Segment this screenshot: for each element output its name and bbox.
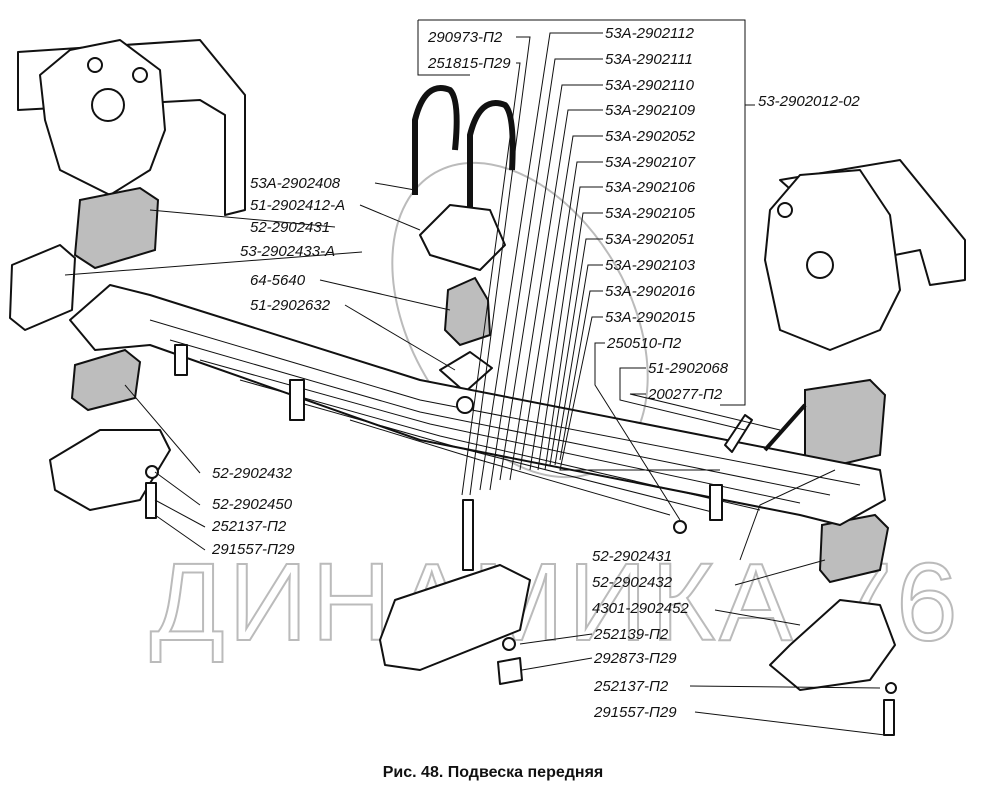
part-label: 53А-2902109: [605, 102, 696, 119]
part-label: 291557-П29: [593, 704, 677, 721]
part-label: 52-2902431: [592, 548, 672, 565]
bolt: [145, 482, 157, 519]
part-label: 252139-П2: [593, 626, 669, 643]
rubber-cushion: [818, 513, 890, 584]
rubber-cushion: [804, 378, 887, 470]
washer: [502, 637, 516, 651]
rubber-cushion: [70, 348, 142, 412]
part-label: 52-2902431: [250, 219, 330, 236]
part-label: 53А-2902408: [250, 175, 341, 192]
bolt: [883, 699, 895, 736]
rear-bracket-right: [764, 159, 966, 351]
part-label: 51-2902632: [250, 297, 331, 314]
washer: [145, 465, 159, 479]
part-label: 53А-2902051: [605, 231, 695, 248]
part-label: 51-2902068: [648, 360, 729, 377]
leader-lines: [64, 32, 886, 736]
part-label: 291557-П29: [211, 541, 295, 558]
figure-caption: Рис. 48. Подвеска передняя: [383, 764, 604, 781]
part-label: 53А-2902016: [605, 283, 696, 300]
stud-bolt: [462, 499, 474, 571]
part-label: 53-2902012-02: [758, 93, 860, 110]
bolt: [763, 403, 807, 452]
part-label: 53А-2902015: [605, 309, 696, 326]
nut: [456, 396, 474, 414]
part-label: 250510-П2: [606, 335, 682, 352]
part-label: 53А-2902103: [605, 257, 696, 274]
cushion-plate: [9, 244, 76, 331]
part-label: 290973-П2: [427, 29, 503, 46]
part-label: 292873-П29: [593, 650, 677, 667]
bump-stop: [443, 276, 492, 347]
front-bracket-left: [17, 39, 246, 216]
part-label: 53А-2902112: [605, 25, 695, 42]
axle-pad: [379, 564, 531, 671]
pin: [724, 414, 753, 453]
rubber-cushion: [73, 186, 160, 270]
part-label: 252137-П2: [211, 518, 287, 535]
part-label: 53А-2902107: [605, 154, 696, 171]
part-label: 53А-2902105: [605, 205, 696, 222]
part-label: 53А-2902111: [605, 51, 693, 68]
part-label: 53А-2902110: [605, 77, 695, 94]
part-label: 51-2902412-А: [250, 197, 345, 214]
part-label: 52-2902450: [212, 496, 293, 513]
nut: [497, 657, 523, 685]
u-bolts: [412, 85, 516, 271]
nut: [673, 520, 687, 534]
part-label: 252137-П2: [593, 678, 669, 695]
part-label: 53А-2902052: [605, 128, 696, 145]
part-label: 52-2902432: [212, 465, 293, 482]
leaf-spring: [69, 284, 886, 526]
spring-pad-right: [769, 599, 896, 691]
part-label: 64-5640: [250, 272, 306, 289]
part-label: 200277-П2: [647, 386, 723, 403]
part-label: 52-2902432: [592, 574, 673, 591]
washer: [885, 682, 897, 694]
part-label: 53-2902433-А: [240, 243, 335, 260]
label-frame: [417, 20, 470, 76]
spacer-plate: [439, 351, 493, 393]
part-label: 53А-2902106: [605, 179, 696, 196]
part-label: 251815-П29: [427, 55, 511, 72]
part-label: 4301-2902452: [592, 600, 689, 617]
label-frame: [418, 19, 746, 406]
